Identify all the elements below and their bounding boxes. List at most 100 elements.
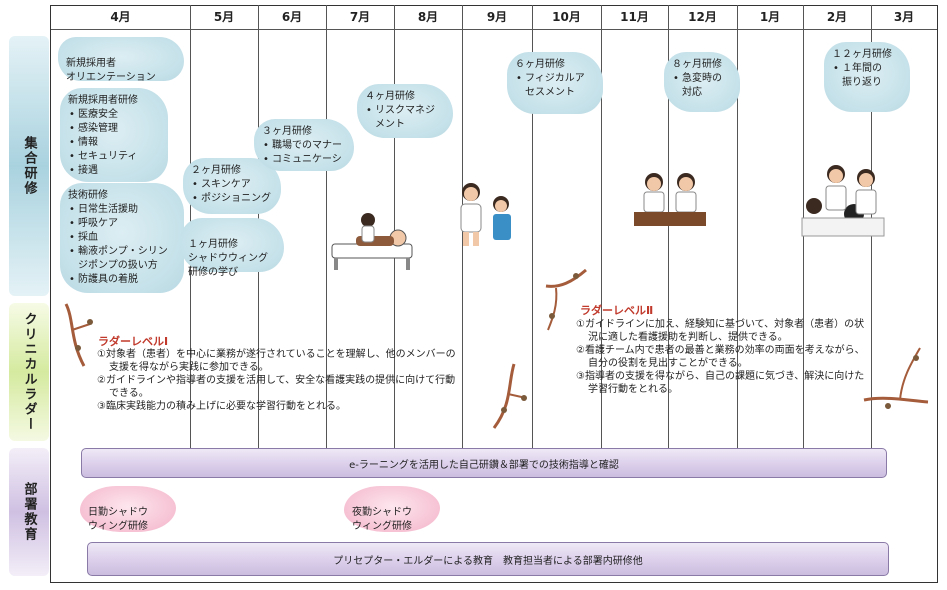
skills-list: 日常生活援助 呼吸ケア 採血 輸液ポンプ・シリン ジポンプの扱い方 防護具の着脱 [68, 203, 176, 287]
newhire-list: 医療安全 感染管理 情報 セキュリティ 接遇 [68, 108, 160, 178]
list-item: セキュリティ [68, 150, 160, 164]
ladder-line: ③指導者の支援を得ながら、自己の課題に気づき、解決に向けた [576, 371, 865, 382]
ladder-line: ②ガイドラインや指導者の支援を活用して、安全な看護実践の提供に向けて行動 [97, 375, 456, 386]
branch-decoration [492, 363, 527, 429]
month12-list: １年間の 振り返り [832, 62, 902, 90]
month-dec: 12月 [688, 10, 717, 24]
category-clinical-ladder: クリニカルラダー [9, 303, 49, 441]
students-desk-illustration [634, 173, 706, 226]
month1-title: １ヶ月研修 シャドウウィング 研修の学び [188, 239, 268, 278]
elearning-label: e-ラーニングを活用した自己研鑽＆部署での技術指導と確認 [349, 459, 619, 471]
ladder-line: ①ガイドラインに加え、経験知に基づいて、対象者（患者）の状 [576, 319, 865, 330]
month-sep: 9月 [486, 10, 508, 24]
ladder-level2-title: ラダーレベルⅡ [580, 304, 654, 317]
month-feb: 2月 [826, 10, 848, 24]
month3-list: 職場でのマナー コミュニケーシ [262, 139, 346, 167]
month12-training-blob: １２ヶ月研修 １年間の 振り返り [824, 42, 910, 112]
month1-training-blob: １ヶ月研修 シャドウウィング 研修の学び [180, 218, 284, 278]
ladder-level1-text: ①対象者（患者）を中心に業務が遂行されていることを理解し、他のメンバーの 支援を… [97, 348, 497, 413]
ladder-line: 自分の役割を見出すことができる。 [588, 358, 748, 369]
grid-line [737, 5, 738, 448]
month3-training-blob: ３ヶ月研修 職場でのマナー コミュニケーシ [254, 119, 354, 171]
month3-title: ３ヶ月研修 [262, 126, 312, 137]
preceptor-bar: プリセプター・エルダーによる教育 教育担当者による部署内研修他 [87, 542, 889, 576]
ladder-line: 況に適した看護援助を判断し、提供できる。 [588, 332, 788, 343]
list-item: 日常生活援助 [68, 203, 176, 217]
category-label-training: 集合研修 [21, 136, 37, 196]
list-item: フィジカルア セスメント [515, 72, 595, 100]
day-shadow-label: 日勤シャドウ ウィング研修 [88, 507, 148, 532]
list-item: １年間の 振り返り [832, 62, 902, 90]
nurse-patient-bed-illustration [331, 213, 413, 270]
category-group-training: 集合研修 [9, 36, 49, 296]
skills-training-blob: 技術研修 日常生活援助 呼吸ケア 採血 輸液ポンプ・シリン ジポンプの扱い方 防… [60, 183, 184, 293]
month6-training-blob: ６ヶ月研修 フィジカルア セスメント [507, 52, 603, 114]
month4-title: ４ヶ月研修 [365, 91, 415, 102]
day-shadow-training-cloud: 日勤シャドウ ウィング研修 [80, 486, 176, 532]
list-item: 医療安全 [68, 108, 160, 122]
month-header-divider [51, 29, 937, 30]
night-shadow-label: 夜勤シャドウ ウィング研修 [352, 507, 412, 532]
ladder-line: 学習行動をとれる。 [588, 384, 678, 395]
list-item: コミュニケーシ [262, 153, 346, 167]
month-nov: 11月 [620, 10, 649, 24]
month-mar: 3月 [893, 10, 915, 24]
ladder-level1-title: ラダーレベルⅠ [98, 335, 169, 348]
ladder-line: ③臨床実践能力の積み上げに必要な学習行動をとれる。 [97, 401, 346, 412]
newhire-title: 新規採用者研修 [68, 95, 138, 106]
elearning-bar: e-ラーニングを活用した自己研鑽＆部署での技術指導と確認 [81, 448, 887, 478]
month-apr: 4月 [110, 10, 131, 24]
month-jun: 6月 [281, 10, 303, 24]
month6-title: ６ヶ月研修 [515, 59, 565, 70]
list-item: 輸液ポンプ・シリン ジポンプの扱い方 [68, 245, 176, 273]
category-dept-education: 部署教育 [9, 448, 49, 576]
grid-line [668, 5, 669, 448]
month6-list: フィジカルア セスメント [515, 72, 595, 100]
branch-decoration [64, 303, 93, 367]
preceptor-label: プリセプター・エルダーによる教育 教育担当者による部署内研修他 [333, 555, 643, 567]
grid-line [326, 5, 327, 448]
list-item: 接遇 [68, 164, 160, 178]
list-item: 感染管理 [68, 122, 160, 136]
list-item: スキンケア [191, 178, 273, 192]
month8-list: 急変時の 対応 [672, 72, 732, 100]
list-item: ポジショニング [191, 192, 273, 206]
list-item: 防護具の着脱 [68, 273, 176, 287]
list-item: 採血 [68, 231, 176, 245]
month2-title: ２ヶ月研修 [191, 165, 241, 176]
ladder-line: 支援を得ながら実践に参加できる。 [109, 362, 269, 373]
list-item: 職場でのマナー [262, 139, 346, 153]
grid-line [394, 5, 395, 448]
night-shadow-training-cloud: 夜勤シャドウ ウィング研修 [344, 486, 440, 532]
ladder-line: ①対象者（患者）を中心に業務が遂行されていることを理解し、他のメンバーの [97, 349, 456, 360]
month-jan: 1月 [759, 10, 781, 24]
month4-list: リスクマネジ メント [365, 104, 445, 132]
month8-training-blob: ８ヶ月研修 急変時の 対応 [664, 52, 740, 112]
schedule-frame [50, 5, 938, 583]
category-label-dept: 部署教育 [21, 482, 37, 542]
ladder-level2-text: ①ガイドラインに加え、経験知に基づいて、対象者（患者）の状 況に適した看護援助を… [576, 318, 896, 396]
month-jul: 7月 [349, 10, 371, 24]
month12-title: １２ヶ月研修 [832, 49, 892, 60]
month8-title: ８ヶ月研修 [672, 59, 722, 70]
ladder-line: できる。 [109, 388, 149, 399]
orientation-blob: 新規採用者 オリエンテーション [58, 37, 184, 83]
list-item: 情報 [68, 136, 160, 150]
month-oct: 10月 [552, 10, 581, 24]
branch-decoration [863, 347, 929, 409]
month-may: 5月 [213, 10, 235, 24]
month2-list: スキンケア ポジショニング [191, 178, 273, 206]
nurse-child-illustration [460, 183, 511, 246]
group-discussion-illustration [801, 165, 885, 237]
month2-training-blob: ２ヶ月研修 スキンケア ポジショニング [183, 158, 281, 214]
skills-title: 技術研修 [68, 190, 108, 201]
orientation-title: 新規採用者 オリエンテーション [66, 58, 156, 83]
branch-decoration [545, 268, 587, 331]
grid-line [601, 5, 602, 448]
list-item: 呼吸ケア [68, 217, 176, 231]
month4-training-blob: ４ヶ月研修 リスクマネジ メント [357, 84, 453, 138]
newhire-training-blob: 新規採用者研修 医療安全 感染管理 情報 セキュリティ 接遇 [60, 88, 168, 182]
list-item: 急変時の 対応 [672, 72, 732, 100]
list-item: リスクマネジ メント [365, 104, 445, 132]
ladder-line: ②看護チーム内で患者の最善と業務の効率の両面を考えながら、 [576, 345, 865, 356]
